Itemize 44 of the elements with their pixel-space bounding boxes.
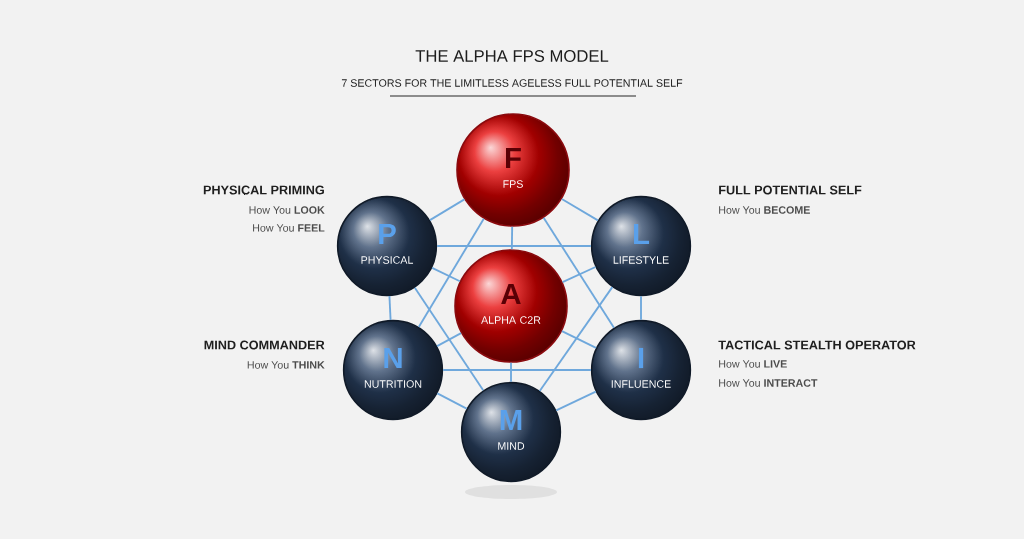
sector-heading: TACTICAL STEALTH OPERATOR	[718, 340, 916, 350]
connector-line	[413, 286, 485, 392]
node-label: NUTRITION	[364, 380, 422, 388]
connector-line	[555, 390, 597, 412]
connector-line	[431, 266, 461, 283]
title-text: THE ALPHA FPS MODEL	[415, 50, 609, 62]
big-letter: M	[500, 409, 522, 431]
sector-heading: FULL POTENTIAL SELF	[719, 185, 862, 195]
sector-description: How You BECOME	[719, 206, 810, 214]
node-label: FPS	[503, 180, 523, 188]
connector-line	[561, 330, 597, 349]
sector-heading: MIND COMMANDER	[204, 340, 325, 350]
sector-description: How You FEEL	[253, 224, 325, 232]
big-letter: I	[638, 347, 644, 369]
big-letter: N	[384, 347, 402, 369]
node-label: LIFESTYLE	[613, 256, 669, 264]
big-letter: A	[501, 283, 521, 305]
node-label: MIND	[498, 442, 525, 450]
connector-line	[510, 225, 514, 251]
connector-line	[436, 245, 592, 247]
connector-line	[442, 369, 592, 371]
sector-description: How You INTERACT	[719, 379, 818, 387]
connector-line	[417, 217, 485, 328]
big-letter: P	[379, 223, 396, 245]
node-label: PHYSICAL	[361, 256, 414, 264]
connector-line	[560, 198, 599, 222]
sector-heading: PHYSICAL PRIMING	[203, 185, 324, 195]
connector-line	[388, 295, 392, 321]
connector-line	[542, 216, 615, 329]
node-label: ALPHA C2R	[481, 316, 541, 324]
node-label: INFLUENCE	[611, 380, 671, 388]
connector-line	[561, 266, 597, 284]
sector-description: How You LIVE	[719, 360, 787, 368]
big-letter: L	[634, 223, 650, 245]
connector-line	[510, 361, 512, 383]
sector-description: How You LOOK	[249, 206, 325, 214]
connector-line	[436, 332, 462, 348]
sector-description: How You THINK	[247, 361, 325, 369]
connector-line	[640, 295, 642, 321]
connector-line	[538, 286, 614, 392]
big-letter: F	[506, 147, 521, 169]
subtitle-text: 7 SECTORS FOR THE LIMITLESS AGELESS FULL POTENTIAL SELF	[341, 79, 683, 87]
connector-line	[429, 198, 466, 222]
connector-line	[436, 392, 468, 410]
